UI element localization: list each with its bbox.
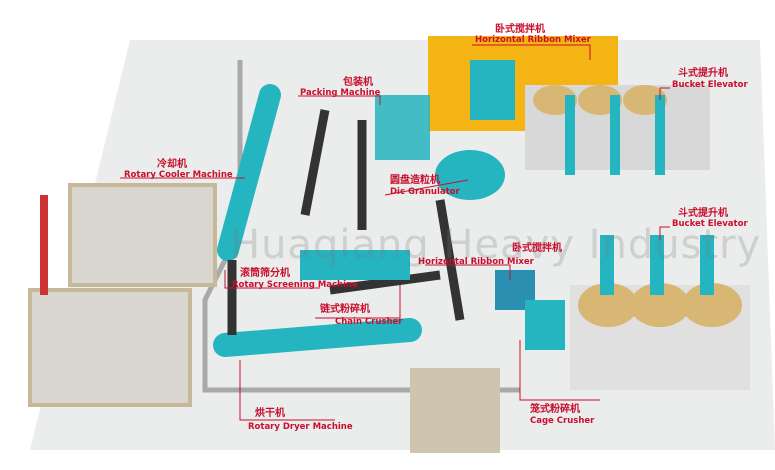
label-en-rotary-dryer: Rotary Dryer Machine <box>248 422 353 432</box>
label-zh-packing-machine: 包装机 <box>343 77 373 88</box>
furnace-box-upper <box>68 183 217 287</box>
storage-disc <box>630 283 690 327</box>
label-zh-cage-crusher: 笼式粉碎机 <box>530 404 580 415</box>
chimney <box>40 195 48 295</box>
label-en-cage-crusher: Cage Crusher <box>530 416 595 426</box>
label-zh-horizontal-ribbon-mixer-top: 卧式搅拌机 <box>495 24 545 35</box>
rotary-dryer-drum <box>213 318 422 357</box>
cage-crusher <box>525 300 565 350</box>
bucket-elevator <box>610 95 620 175</box>
packing-machine <box>375 95 430 160</box>
label-zh-bucket-elevator-top: 斗式提升机 <box>678 68 728 79</box>
storage-block <box>410 368 500 453</box>
label-en-rotary-screening: Rotary Screening Machine <box>232 280 358 290</box>
label-zh-rotary-cooler: 冷却机 <box>157 159 187 170</box>
label-zh-horizontal-ribbon-mixer-mid: 卧式搅拌机 <box>512 243 562 254</box>
horizontal-ribbon-mixer-top <box>470 60 515 120</box>
furnace-box-lower <box>28 288 192 407</box>
label-zh-rotary-dryer: 烘干机 <box>255 408 285 419</box>
label-en-rotary-cooler: Rotary Cooler Machine <box>124 170 233 180</box>
storage-disc <box>682 283 742 327</box>
label-zh-disc-granulator: 圆盘造粒机 <box>390 175 440 186</box>
label-en-disc-granulator: Dic Granulator <box>390 187 460 197</box>
rotary-screening-machine <box>300 250 410 280</box>
label-en-bucket-elevator-top: Bucket Elevator <box>672 80 748 90</box>
storage-disc <box>578 283 638 327</box>
bucket-elevator <box>650 235 664 295</box>
conveyor-belt <box>300 109 330 216</box>
bucket-elevator <box>600 235 614 295</box>
watermark: Huaqiang Heavy Industry <box>230 222 762 268</box>
label-zh-bucket-elevator-mid: 斗式提升机 <box>678 208 728 219</box>
label-zh-chain-crusher: 链式粉碎机 <box>320 304 370 315</box>
conveyor-belt <box>435 199 465 321</box>
rotary-cooler-drum <box>217 84 281 261</box>
label-en-horizontal-ribbon-mixer-top: Horizontal Ribbon Mixer <box>475 35 591 45</box>
disc-granulator <box>435 150 505 200</box>
label-en-bucket-elevator-mid: Bucket Elevator <box>672 219 748 229</box>
bucket-elevator <box>700 235 714 295</box>
label-en-chain-crusher: Chain Crusher <box>335 317 403 327</box>
label-zh-rotary-screening: 滚筒筛分机 <box>240 268 290 279</box>
label-en-packing-machine: Packing Machine <box>300 88 381 98</box>
label-en-horizontal-ribbon-mixer-mid: Horizontal Ribbon Mixer <box>418 257 534 267</box>
conveyor-belt <box>329 270 441 295</box>
bucket-elevator <box>655 95 665 175</box>
label-leader-lines <box>120 44 670 421</box>
bucket-elevator <box>565 95 575 175</box>
